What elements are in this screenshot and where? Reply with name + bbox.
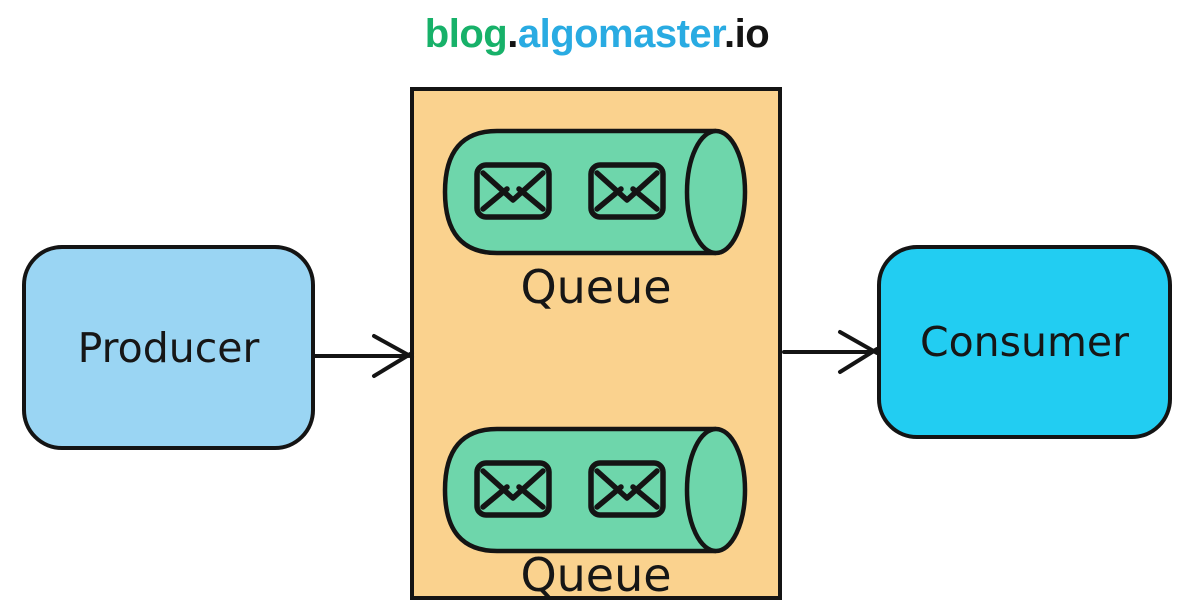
page-title: blog.algomaster.io	[0, 12, 1194, 57]
title-part-io: .io	[724, 12, 770, 56]
arrow-producer-to-queue	[312, 334, 414, 378]
arrow-queue-to-consumer	[782, 330, 879, 374]
consumer-label: Consumer	[919, 318, 1130, 366]
producer-label: Producer	[77, 323, 260, 372]
queue-panel: Queue Queue	[410, 87, 782, 600]
consumer-node: Consumer	[877, 245, 1172, 439]
title-part-dot1: .	[507, 12, 518, 56]
producer-node: Producer	[22, 245, 315, 450]
title-part-algomaster: algomaster	[517, 12, 725, 56]
title-part-blog: blog	[424, 12, 508, 56]
queue-label: Queue	[520, 548, 672, 600]
queue-cylinder	[441, 426, 751, 554]
queue-cylinder	[441, 128, 751, 256]
queue-label: Queue	[520, 260, 672, 314]
